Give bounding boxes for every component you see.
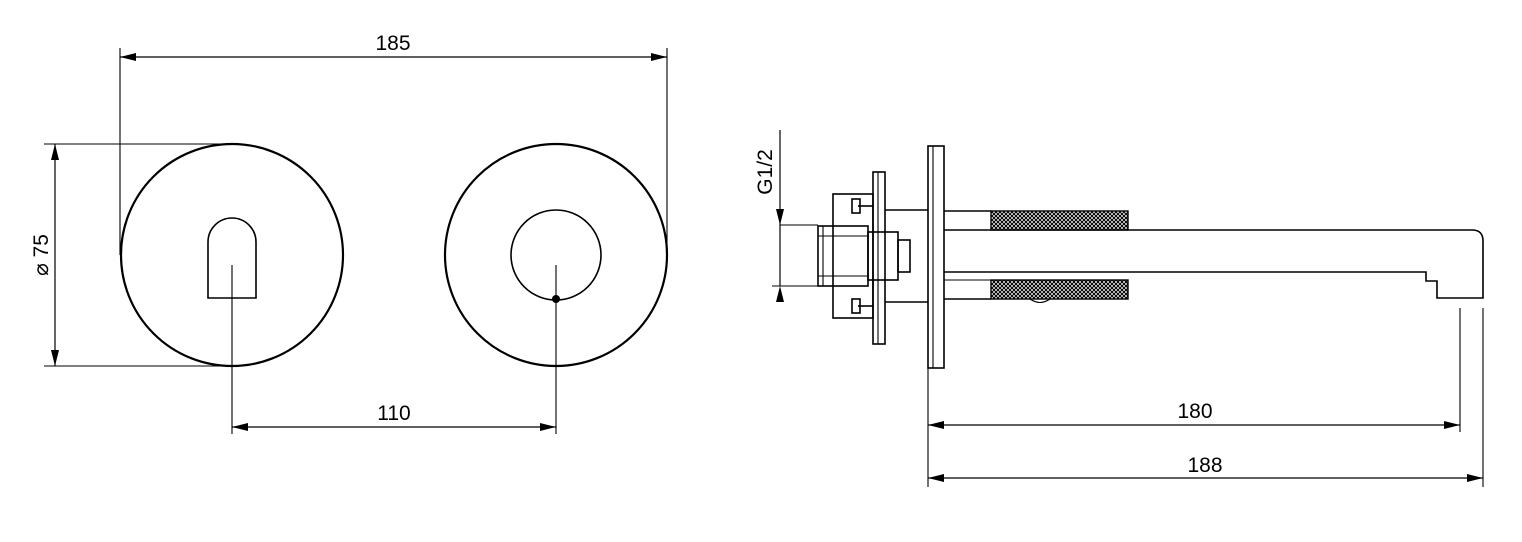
dimension-110-label: 110 [377, 402, 410, 425]
dimension-185-label: 185 [375, 32, 410, 55]
mounting-flange [872, 171, 886, 345]
dimension-188-label: 188 [1187, 454, 1222, 477]
dimension-center-distance: 110 [232, 402, 556, 431]
knurled-ring-upper [990, 210, 1129, 231]
side-view: G1/2 180 188 [754, 130, 1484, 487]
dimension-overall-projection: 188 [928, 454, 1483, 482]
dimension-180-label: 180 [1177, 400, 1212, 423]
mounting-bracket [832, 193, 874, 319]
dimension-thread: G1/2 [754, 130, 784, 302]
front-view: 185 110 ⌀ 75 [30, 32, 669, 434]
thread-size-label: G1/2 [754, 149, 777, 195]
dimension-spout-projection: 180 [928, 400, 1460, 429]
dimension-overall-width: 185 [120, 32, 667, 61]
knurled-ring-lower [990, 279, 1129, 300]
wall-plate [927, 145, 945, 369]
dimension-diameter-label: ⌀ 75 [30, 234, 53, 276]
threaded-connector [817, 225, 869, 287]
spout-body [944, 229, 1484, 299]
lever-handle [207, 217, 257, 299]
dimension-diameter: ⌀ 75 [30, 144, 59, 366]
